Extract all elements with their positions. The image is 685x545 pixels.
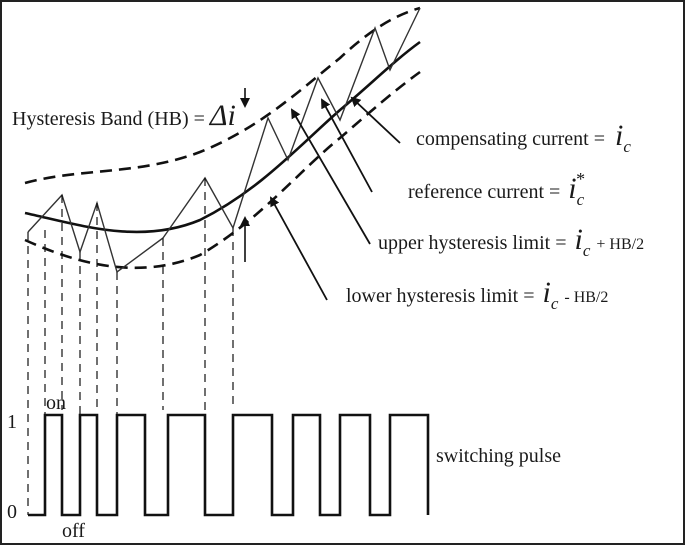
- upper-limit-curve: [24, 6, 421, 185]
- upper-limit-label: upper hysteresis limit = ic + HB/2: [378, 223, 644, 260]
- reference-current-curve: [24, 40, 421, 234]
- switching-pulse-label: switching pulse: [436, 445, 561, 467]
- lower-limit-curve: [24, 70, 421, 270]
- compensating-current-zigzag: [27, 7, 421, 274]
- level-low-label: 0: [7, 501, 17, 523]
- switching-pulse-waveform: [28, 413, 430, 517]
- lower-limit-label: lower hysteresis limit = ic - HB/2: [346, 276, 608, 313]
- reference-pointer: [321, 98, 373, 193]
- off-label: off: [62, 520, 85, 542]
- hysteresis-band-label: Hysteresis Band (HB) = Δi: [12, 99, 236, 132]
- switching-projection-lines: [27, 178, 234, 515]
- level-high-label: 1: [7, 411, 17, 433]
- compensating-current-label: compensating current = ic: [416, 119, 631, 156]
- reference-current-label: reference current = ic*: [408, 169, 585, 209]
- lower-pointer: [270, 196, 328, 301]
- compensating-pointer: [350, 96, 401, 144]
- upper-pointer: [290, 108, 371, 245]
- on-label: on: [46, 392, 66, 414]
